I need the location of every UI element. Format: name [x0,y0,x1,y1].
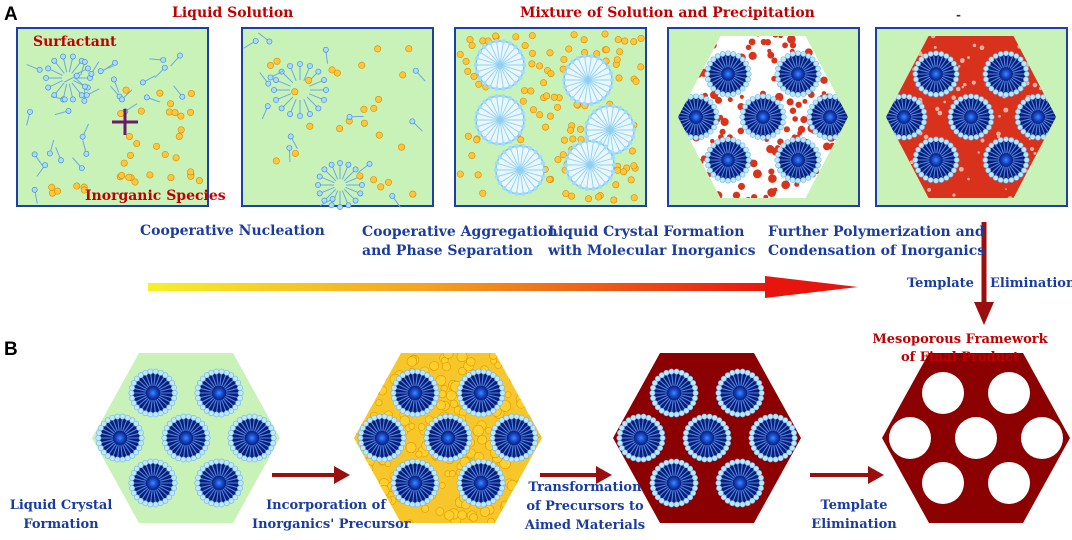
light-micelle [561,54,615,106]
light-micelle [563,139,617,191]
pore [922,372,964,414]
header-dash: - [956,8,961,22]
micelle [912,136,960,184]
micelle [423,413,473,463]
micelle [912,50,960,98]
pore [1021,417,1063,459]
caption-b-incorporation-line2: Inorganics' Precursor [252,517,411,532]
box3-content [456,30,645,204]
caption-b-template-elim-line2: Elimination [811,517,897,532]
micelle [128,368,178,418]
caption-b-liquid-crystal: Liquid Crystal Formation [2,496,120,534]
micelle [649,368,699,418]
caption-aggregation-line1: Cooperative Aggregation [362,224,558,240]
micelle [194,368,244,418]
stage-box-1 [16,27,209,207]
caption-b-incorporation: Incorporation of Inorganics' Precursor [252,496,411,534]
caption-cooperative-nucleation: Cooperative Nucleation [140,223,325,239]
micelle [489,413,539,463]
label-template-a: Template [907,276,974,291]
template-elim-arrow-head [974,302,994,325]
label-final-product-line2: of Final Product [900,350,1020,365]
caption-liquid-crystal: Liquid Crystal Formation with Molecular … [548,223,756,261]
micelle [982,136,1030,184]
label-final-product-line1: Mesoporous Framework [872,332,1048,347]
panel-label-a: A [4,4,18,25]
micelle [704,136,752,184]
process-arrow [148,283,773,291]
micelle [616,413,666,463]
micelle [748,413,798,463]
pore [988,462,1030,504]
hex-b1 [92,353,280,523]
light-micelle [473,94,527,146]
micelle [128,458,178,508]
caption-b-liquid-crystal-line1: Liquid Crystal [9,498,113,513]
micelle [456,458,506,508]
panel-label-b: B [4,339,18,360]
pore [889,417,931,459]
label-final-product: Mesoporous Framework of Final Product [860,331,1060,367]
pore [955,417,997,459]
micelle [227,413,277,463]
header-mixture: Mixture of Solution and Precipitation [520,5,815,21]
micelle [947,93,995,141]
caption-polymerization: Further Polymerization and Condensation … [768,223,986,261]
micelle [678,93,720,141]
micelle [357,413,407,463]
caption-b-transformation: Transformation of Precursors to Aimed Ma… [522,478,648,535]
caption-b-transformation-line2: of Precursors to [526,499,644,514]
caption-b-liquid-crystal-line2: Formation [23,517,99,532]
micelle [715,368,765,418]
caption-b-transformation-line3: Aimed Materials [524,518,646,533]
box2-content [243,32,426,210]
micelle [739,93,787,141]
box1-content [26,52,203,204]
micelle [682,413,732,463]
micelle [982,50,1030,98]
micelle [390,458,440,508]
caption-b-incorporation-line1: Incorporation of [266,498,386,513]
hex-b2 [354,353,542,523]
micelle [95,413,145,463]
micelle [774,50,822,98]
caption-aggregation-line2: and Phase Separation [362,243,533,259]
caption-b-transformation-line1: Transformation [528,480,642,495]
micelle [704,50,752,98]
micelle [774,136,822,184]
caption-polymerization-line2: Condensation of Inorganics [768,243,986,259]
caption-aggregation: Cooperative Aggregation and Phase Separa… [362,223,558,261]
caption-polymerization-line1: Further Polymerization and [768,224,985,240]
caption-b-template-elim-line1: Template [820,498,888,513]
caption-liquid-crystal-line1: Liquid Crystal Formation [548,224,745,240]
label-inorganic-species: Inorganic Species [85,188,226,204]
hex-b4 [882,353,1070,523]
pore [988,372,1030,414]
caption-b-template-elim: Template Elimination [804,496,904,534]
micelle [649,458,699,508]
micelle [194,458,244,508]
micelle [715,458,765,508]
micelle [1014,93,1056,141]
light-micelle [493,144,547,196]
process-arrow-head [765,276,858,298]
caption-liquid-crystal-line2: with Molecular Inorganics [548,243,756,259]
micelle [456,368,506,418]
label-elimination-a: Elimination [990,276,1072,291]
light-micelle [473,39,527,91]
micelle [161,413,211,463]
header-liquid-solution: Liquid Solution [172,5,294,21]
label-surfactant: Surfactant [33,34,117,50]
micelle [390,368,440,418]
stage-box-2 [241,27,434,207]
pore [922,462,964,504]
